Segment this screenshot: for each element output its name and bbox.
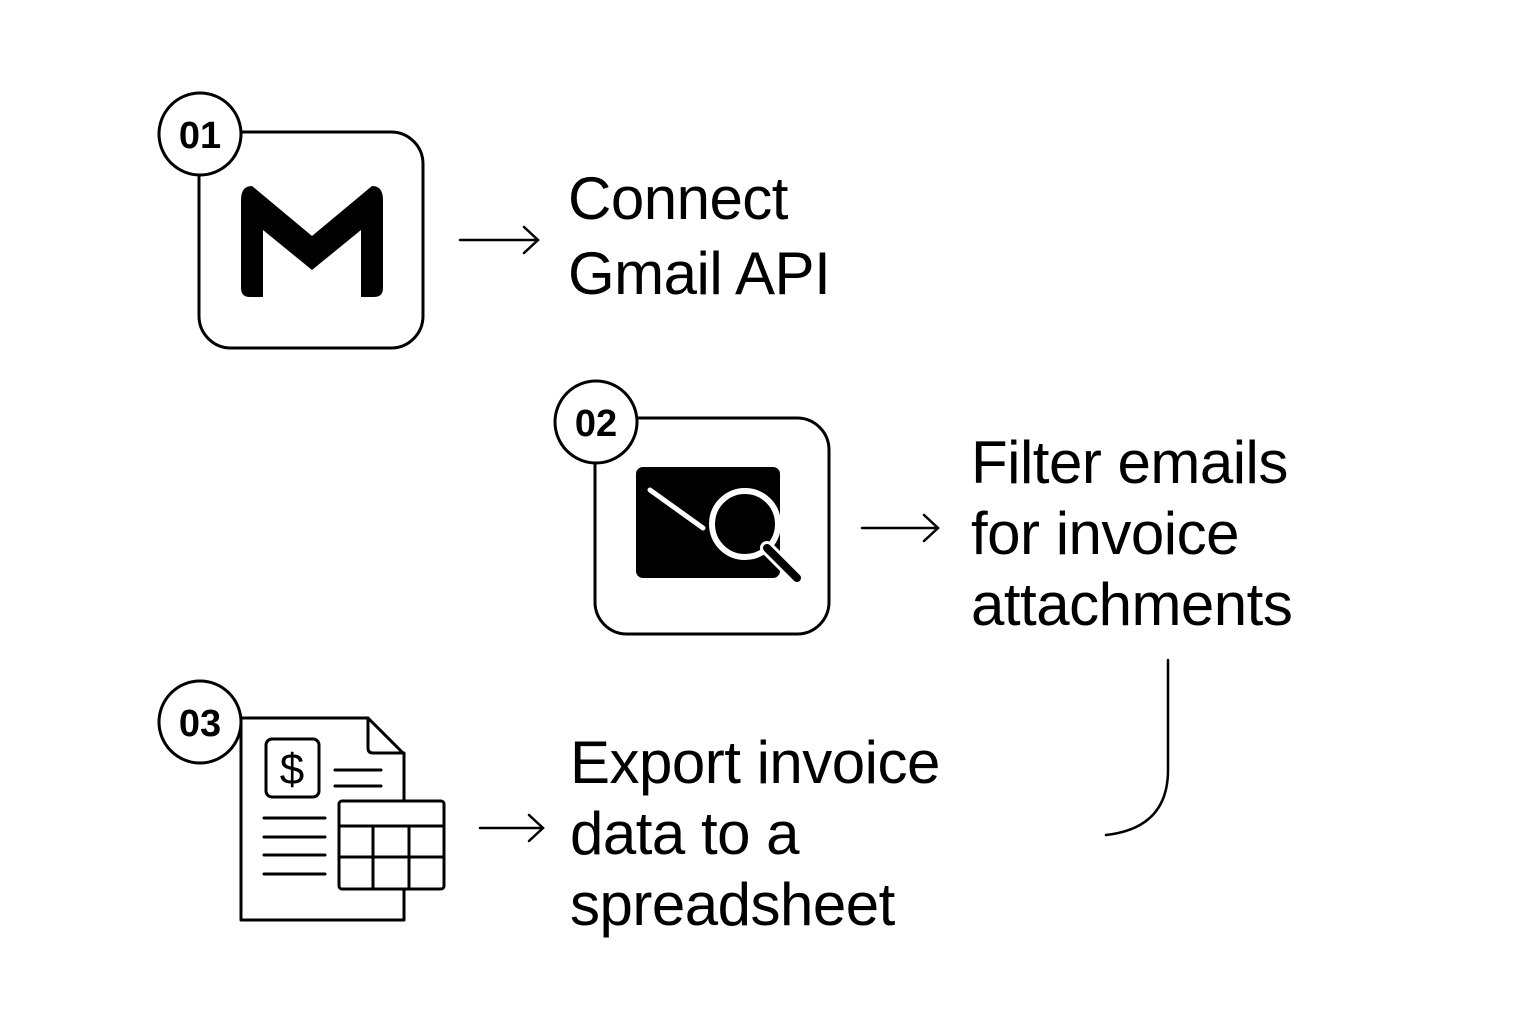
step-1-line: Gmail API xyxy=(568,240,831,307)
step-1-number: 01 xyxy=(179,115,221,157)
step-1-label: Connect Gmail API xyxy=(568,161,831,311)
step-2-icon-box xyxy=(593,416,831,636)
step-1-line: Connect xyxy=(568,165,788,232)
step-2-line: for invoice xyxy=(971,500,1239,567)
step-1-number-badge: 01 xyxy=(157,91,243,177)
step-2-number-badge: 02 xyxy=(553,379,639,465)
arrow-right-icon xyxy=(478,813,545,843)
connector-curve xyxy=(1104,658,1170,837)
email-search-icon xyxy=(636,467,804,585)
step-3-number-badge: 03 xyxy=(157,679,243,765)
step-3-line: Export invoice xyxy=(570,729,940,796)
step-3-label: Export invoice data to a spreadsheet xyxy=(570,727,940,940)
dollar-sign: $ xyxy=(280,745,304,794)
step-2-line: attachments xyxy=(971,571,1293,638)
step-1-icon-box xyxy=(197,130,425,350)
gmail-icon xyxy=(241,186,383,297)
step-3-line: spreadsheet xyxy=(570,871,895,938)
step-3-number: 03 xyxy=(179,703,221,745)
step-2-line: Filter emails xyxy=(971,429,1288,496)
invoice-spreadsheet-icon xyxy=(239,716,446,922)
arrow-right-icon xyxy=(458,225,540,255)
step-2-number: 02 xyxy=(575,403,617,445)
arrow-right-icon xyxy=(860,513,940,543)
step-2-label: Filter emails for invoice attachments xyxy=(971,427,1293,640)
step-3-line: data to a xyxy=(570,800,800,867)
